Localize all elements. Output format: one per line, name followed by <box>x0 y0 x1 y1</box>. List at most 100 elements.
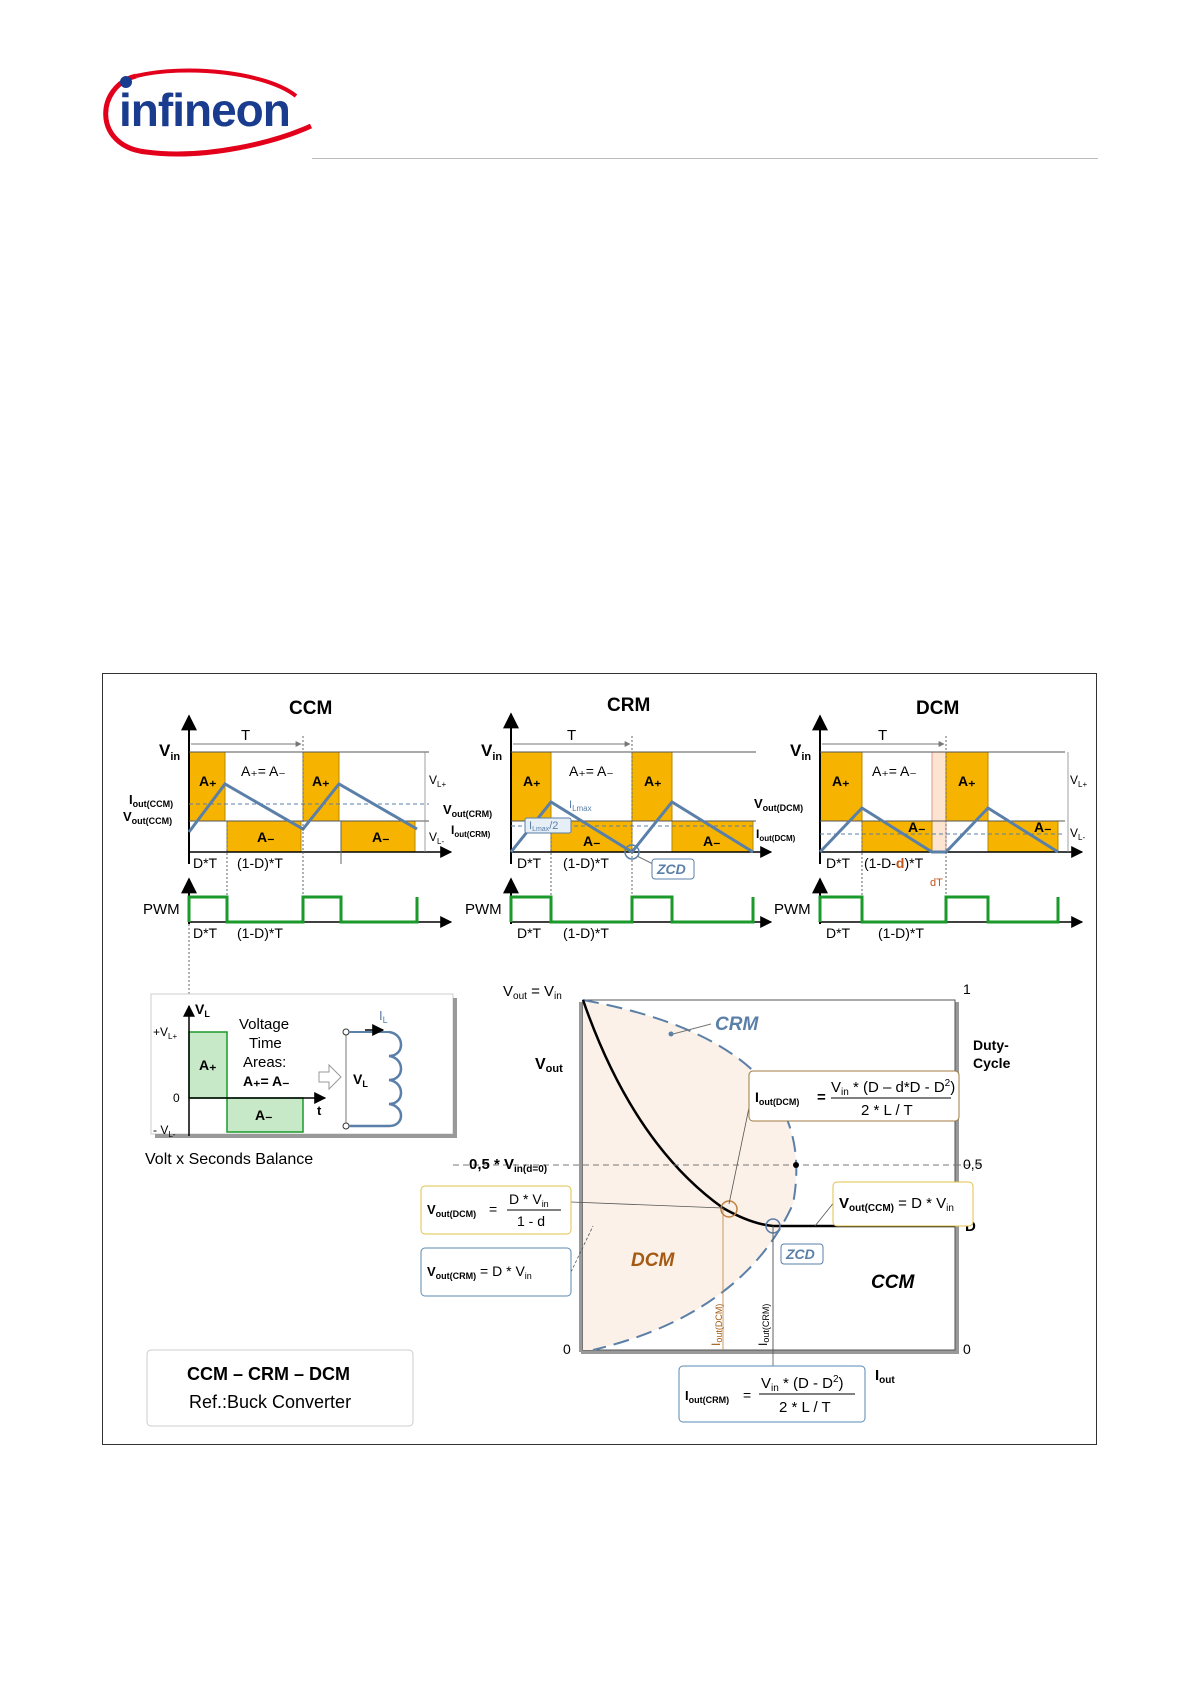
vs-area-minus <box>226 1097 304 1133</box>
zcd-box <box>651 858 695 880</box>
period-label: T <box>567 727 576 744</box>
vta-line-1: Voltage <box>239 1016 289 1033</box>
vlp-label: VL+ <box>429 773 446 789</box>
eq-vout-dcm-eq: = <box>489 1201 497 1217</box>
eq-vout-dcm-lhs: Vout(DCM) <box>427 1202 476 1219</box>
balance-label: A₊= A₋ <box>241 763 286 779</box>
zcd-label: ZCD <box>656 861 686 877</box>
vta-line-2: Time <box>249 1035 282 1052</box>
pwm-dt-label: D*T <box>517 925 542 941</box>
a-plus-label-2: A₊ <box>644 773 662 789</box>
pwm-one-minus-dt-label: (1-D)*T <box>878 925 924 941</box>
dcm-region <box>583 1000 797 1350</box>
one-minus-dt-label: (1-D)*T <box>237 855 283 871</box>
dt-label: D*T <box>193 855 218 871</box>
pwm-label: PWM <box>774 901 811 918</box>
eq-vout-crm: Vout(CRM) = D * Vin <box>427 1263 532 1281</box>
crm-panel: CRM T A₊= A₋ A₊ A₊ A₋ A₋ ILmax ILmax/2 V… <box>443 695 773 941</box>
crm-curve-label: CRM <box>715 1014 759 1035</box>
ccm-panel: CCM T A₊= A₋ A₊ A₊ A₋ A₋ Vin Iout(CCM) V… <box>123 698 453 1044</box>
ilmax-half-label: ILmax/2 <box>529 820 558 833</box>
balance-label: A₊= A₋ <box>872 763 917 779</box>
pwm-label: PWM <box>465 901 502 918</box>
area-minus-2 <box>987 820 1059 853</box>
a-minus-label: A₋ <box>257 829 275 845</box>
vta-line-4: A₊= A₋ <box>243 1073 290 1089</box>
dt-label: D*T <box>517 855 542 871</box>
duty-cycle-2: Cycle <box>973 1055 1011 1071</box>
eq-iout-dcm-eq: = <box>817 1089 826 1106</box>
right-tick-half: 0,5 <box>963 1156 983 1172</box>
pwm-wave <box>818 895 1060 924</box>
area-minus-2 <box>340 820 416 853</box>
area-minus-1 <box>861 820 933 853</box>
ilmax-label: ILmax <box>569 799 592 813</box>
logo-dot <box>120 76 132 88</box>
header-rule <box>312 158 1098 159</box>
left-tick-0: 0 <box>563 1341 571 1357</box>
iout-ccm-label: Iout(CCM) <box>129 792 173 809</box>
small-dt-label: dT <box>930 877 943 889</box>
a-minus-label: A₋ <box>583 833 601 849</box>
a-minus-label: A₋ <box>908 819 926 835</box>
eq-iout-crm-lhs: Iout(CRM) <box>685 1388 729 1405</box>
vs-area-plus <box>188 1031 228 1099</box>
vs-plus-vl: +VL+ <box>153 1025 177 1041</box>
period-label: T <box>878 727 887 744</box>
dcm-region-label: DCM <box>631 1250 675 1271</box>
inductor-vl: VL <box>353 1071 368 1089</box>
vout-eq-vin: Vout = Vin <box>503 983 562 1002</box>
zcd-marker <box>624 844 640 860</box>
period-label: T <box>241 727 250 744</box>
inductor-coil-icon <box>349 1030 403 1128</box>
a-minus-label-2: A₋ <box>703 833 721 849</box>
pwm-dt-label: D*T <box>193 925 218 941</box>
vs-zero: 0 <box>173 1091 180 1105</box>
dead-time-band <box>931 751 947 853</box>
iout-dcm-label: Iout(DCM) <box>756 827 796 843</box>
current-triangle <box>818 806 1059 854</box>
duty-cycle-1: Duty- <box>973 1037 1009 1053</box>
a-plus-label: A₊ <box>523 773 541 789</box>
eq-vout-ccm-box <box>832 1181 974 1227</box>
vlm-label: VL- <box>429 830 444 846</box>
dcm-title: DCM <box>916 698 959 719</box>
dcm-panel: DCM T A₊= A₋ A₊ A₊ A₋ A₋ Vin Vout(DCM) I… <box>754 698 1087 941</box>
right-tick-d: D <box>965 1218 976 1235</box>
zcd-box <box>780 1243 824 1265</box>
a-plus-label-2: A₊ <box>312 773 330 789</box>
vout-dcm-label: Vout(DCM) <box>754 796 803 813</box>
eq-vout-crm-box <box>420 1247 572 1297</box>
vin-label: Vin <box>481 741 502 763</box>
vs-a-plus: A₊ <box>199 1057 217 1073</box>
eq-iout-crm-eq: = <box>743 1387 751 1403</box>
pwm-dt-label: D*T <box>826 925 851 941</box>
a-minus-label-2: A₋ <box>1034 819 1052 835</box>
eq-iout-crm-den: 2 * L / T <box>779 1399 831 1416</box>
vin-label: Vin <box>159 741 180 763</box>
right-tick-0: 0 <box>963 1341 971 1357</box>
crm-title: CRM <box>607 695 650 716</box>
vout-axis-label: Vout <box>535 1056 563 1075</box>
balance-label: A₊= A₋ <box>569 763 614 779</box>
half-vin-label: 0,5 * Vin(d=0) <box>469 1156 547 1175</box>
area-plus-1 <box>819 751 863 822</box>
infineon-logo: infineon <box>103 68 313 157</box>
eq-iout-dcm-box <box>748 1070 960 1122</box>
one-minus-dt-label: (1-D)*T <box>563 855 609 871</box>
area-plus-2 <box>945 751 989 822</box>
eq-iout-dcm-num: Vin * (D – d*D - D2) <box>831 1078 955 1098</box>
dcm-off-time-label: (1-D-d)*T <box>864 855 924 871</box>
ref-line-2: Ref.:Buck Converter <box>189 1392 351 1412</box>
ccm-region-label: CCM <box>871 1272 915 1293</box>
inductor-il: IL <box>379 1008 388 1025</box>
eq-vout-dcm-den: 1 - d <box>517 1213 545 1229</box>
vta-line-3: Areas: <box>243 1054 286 1071</box>
eq-iout-dcm-den: 2 * L / T <box>861 1102 913 1119</box>
iout-crm-label: Iout(CRM) <box>451 823 491 839</box>
ilmax-half-box <box>524 817 572 834</box>
vs-minus-vl: - VL- <box>153 1123 176 1139</box>
a-plus-label-2: A₊ <box>958 773 976 789</box>
eq-vout-dcm-box <box>420 1185 572 1235</box>
vout-ccm-label: Vout(CCM) <box>123 809 172 826</box>
